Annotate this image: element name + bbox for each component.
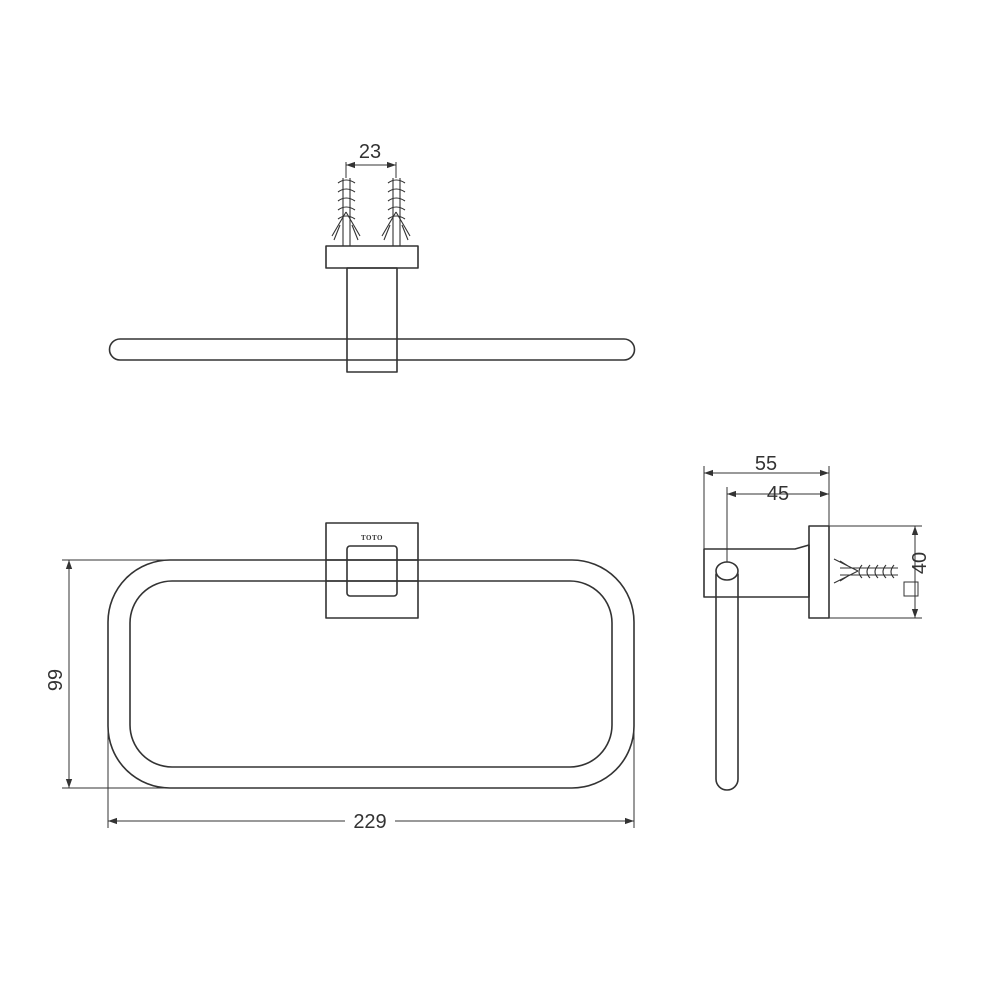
top-view-anchor-right — [381, 178, 411, 246]
dim-front-height: 99 — [45, 559, 175, 789]
dim-side-ring-offset-label: 45 — [767, 483, 789, 505]
dim-side-plate-size: 40 — [829, 525, 931, 619]
front-view-logo: TOTO — [361, 534, 383, 542]
dim-side-ring-offset: 45 — [726, 483, 829, 562]
dim-front-width: 229 — [107, 730, 635, 833]
front-view-center-block — [346, 545, 398, 597]
dim-front-width-label: 229 — [353, 811, 386, 833]
dim-front-height-label: 99 — [45, 669, 67, 691]
side-view-wall-plate — [808, 525, 830, 619]
front-view-ring-outer — [107, 559, 635, 789]
side-view-ring-top — [715, 561, 739, 581]
side-view-ring — [715, 573, 739, 791]
side-view-anchor — [833, 558, 898, 584]
front-view-mount-plate — [325, 522, 419, 619]
dim-side-projection-label: 55 — [755, 453, 777, 475]
dim-side-plate-size-label: 40 — [909, 552, 931, 574]
top-view: 23 — [108, 141, 636, 373]
front-view-ring-inner — [129, 580, 613, 768]
top-view-bar — [108, 338, 636, 361]
square-symbol-icon — [903, 581, 919, 597]
dim-top-anchor-spacing-label: 23 — [359, 141, 381, 163]
dim-top-anchor-spacing: 23 — [345, 141, 397, 178]
top-view-neck — [346, 267, 398, 373]
front-view: TOTO 99 229 — [45, 522, 635, 833]
side-view: 55 45 40 — [703, 453, 931, 791]
top-view-wall-plate — [325, 245, 419, 269]
side-view-body — [703, 544, 810, 598]
top-view-anchor-left — [331, 178, 361, 246]
dim-side-projection: 55 — [703, 453, 830, 549]
